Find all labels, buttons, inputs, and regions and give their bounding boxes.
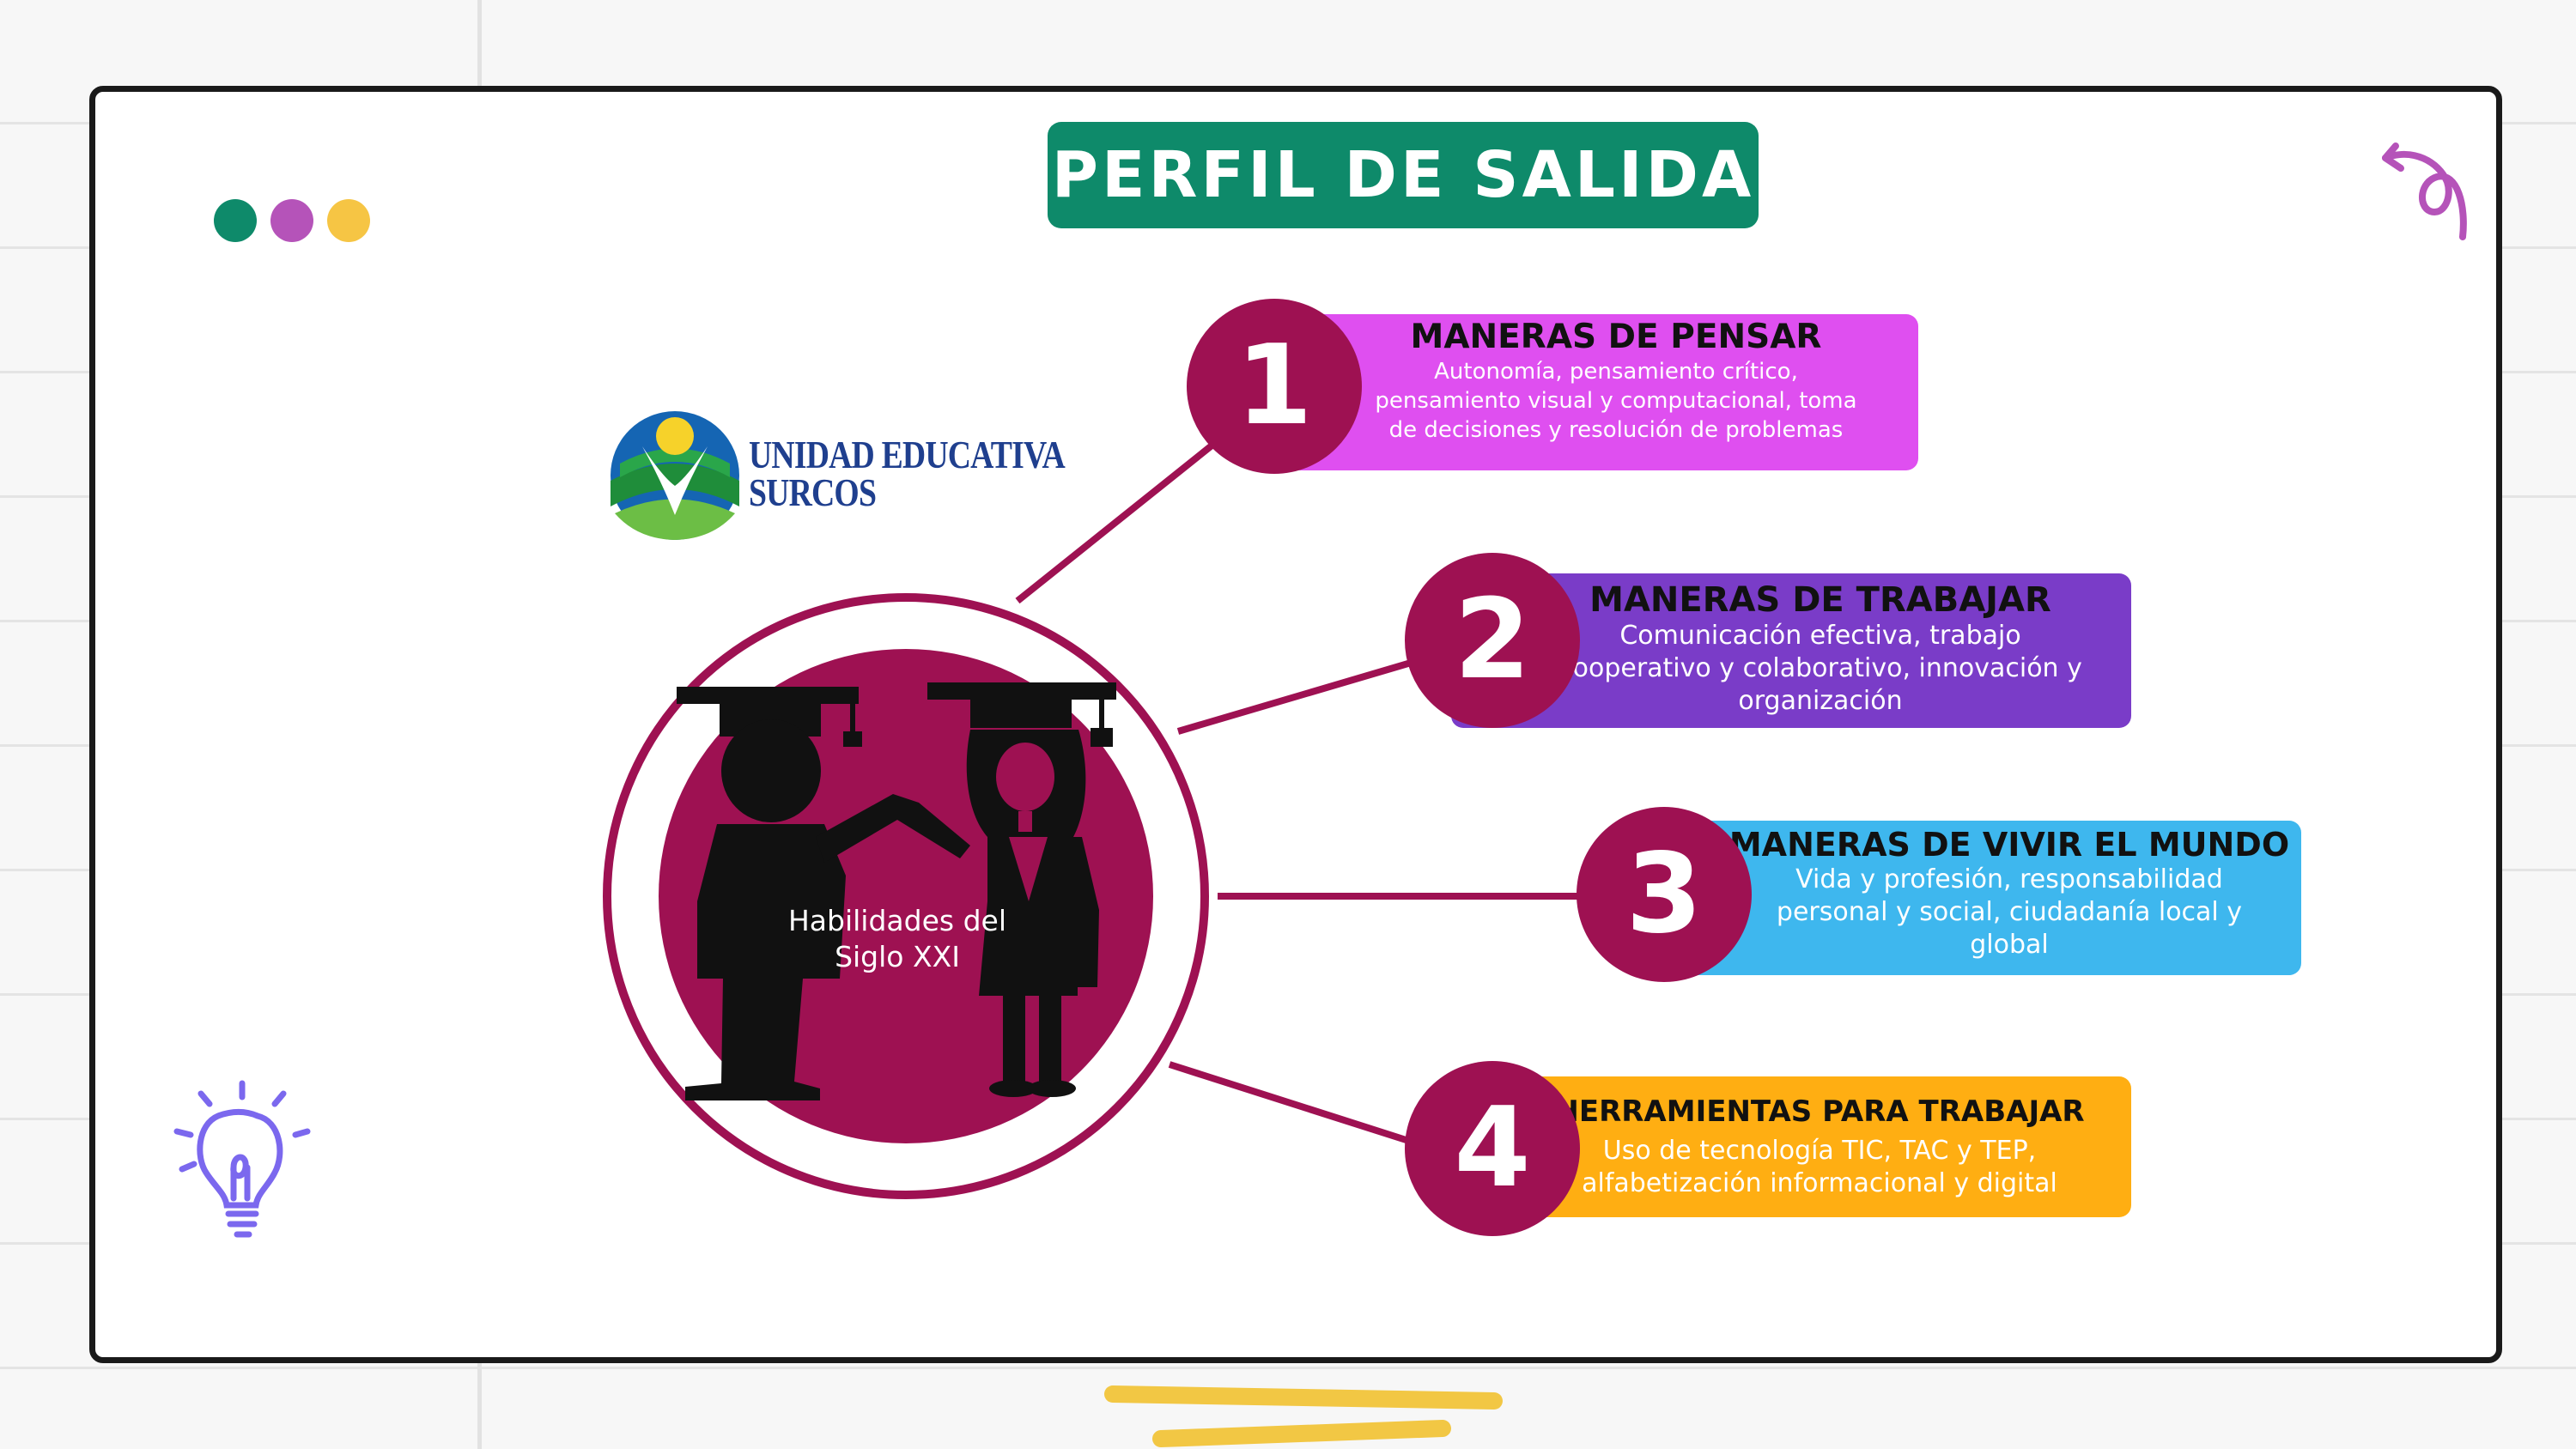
- connector-2: [1176, 658, 1419, 735]
- graduates-face-cutouts: [996, 743, 1054, 901]
- item-desc-1-line-1: Autonomía, pensamiento crítico,: [1434, 359, 1798, 385]
- item-desc-3-line-1: Vida y profesión, responsabilidad: [1795, 864, 2223, 894]
- item-title-4: HERRAMIENTAS PARA TRABAJAR: [1554, 1094, 2085, 1129]
- item-desc-2-line-3: organización: [1738, 686, 1903, 716]
- logo-line-2: SURCOS: [749, 470, 877, 514]
- window-dot-green: [214, 199, 257, 242]
- item-desc-2-line-2: cooperativo y colaborativo, innovación y: [1558, 653, 2082, 683]
- connector-1: [1015, 436, 1222, 604]
- item-desc-2-line-1: Comunicación efectiva, trabajo: [1619, 621, 2021, 651]
- item-desc-4-line-2: alfabetización informacional y digital: [1582, 1168, 2057, 1198]
- hub-label: Habilidades del Siglo XXI: [756, 903, 1039, 975]
- curl-arrow-icon: [2382, 142, 2467, 240]
- item-desc-3-line-3: global: [1970, 930, 2049, 960]
- number-badge-4: 4: [1405, 1061, 1580, 1236]
- yellow-underline-doodle: [1104, 1385, 1503, 1447]
- item-desc-3-line-2: personal y social, ciudadanía local y: [1776, 897, 2243, 927]
- item-title-2: MANERAS DE TRABAJAR: [1589, 580, 2051, 620]
- item-title-1: MANERAS DE PENSAR: [1410, 318, 1822, 356]
- item-desc-1: Autonomía, pensamiento crítico, pensamie…: [1331, 357, 1901, 445]
- item-desc-1-line-3: de decisiones y resolución de problemas: [1388, 417, 1844, 443]
- school-logo-text: UNIDAD EDUCATIVA SURCOS: [749, 433, 1066, 514]
- item-desc-3: Vida y profesión, responsabilidad person…: [1726, 864, 2293, 961]
- item-desc-4-line-1: Uso de tecnología TIC, TAC y TEP,: [1602, 1136, 2037, 1166]
- hub-label-line-1: Habilidades del: [787, 904, 1006, 937]
- logo-line-1: UNIDAD EDUCATIVA: [749, 433, 1066, 476]
- item-box-1: MANERAS DE PENSAR Autonomía, pensamiento…: [1288, 314, 1918, 470]
- connector-lines: [1015, 436, 1580, 1147]
- window-dot-yellow: [327, 199, 370, 242]
- hub-label-line-2: Siglo XXI: [835, 940, 960, 973]
- window-dot-purple: [270, 199, 313, 242]
- number-badge-1: 1: [1187, 299, 1362, 474]
- number-badge-3: 3: [1577, 807, 1752, 982]
- logo-emblem-icon: [611, 411, 739, 540]
- connector-4: [1168, 1061, 1419, 1147]
- item-desc-1-line-2: pensamiento visual y computacional, toma: [1375, 388, 1857, 414]
- number-badge-2: 2: [1405, 553, 1580, 728]
- item-desc-2: Comunicación efectiva, trabajo cooperati…: [1522, 620, 2119, 718]
- lightbulb-icon: [173, 1080, 311, 1238]
- item-title-3: MANERAS DE VIVIR EL MUNDO: [1728, 826, 2290, 864]
- page-title: PERFIL DE SALIDA: [1048, 122, 1759, 228]
- item-desc-4: Uso de tecnología TIC, TAC y TEP, alfabe…: [1520, 1130, 2119, 1200]
